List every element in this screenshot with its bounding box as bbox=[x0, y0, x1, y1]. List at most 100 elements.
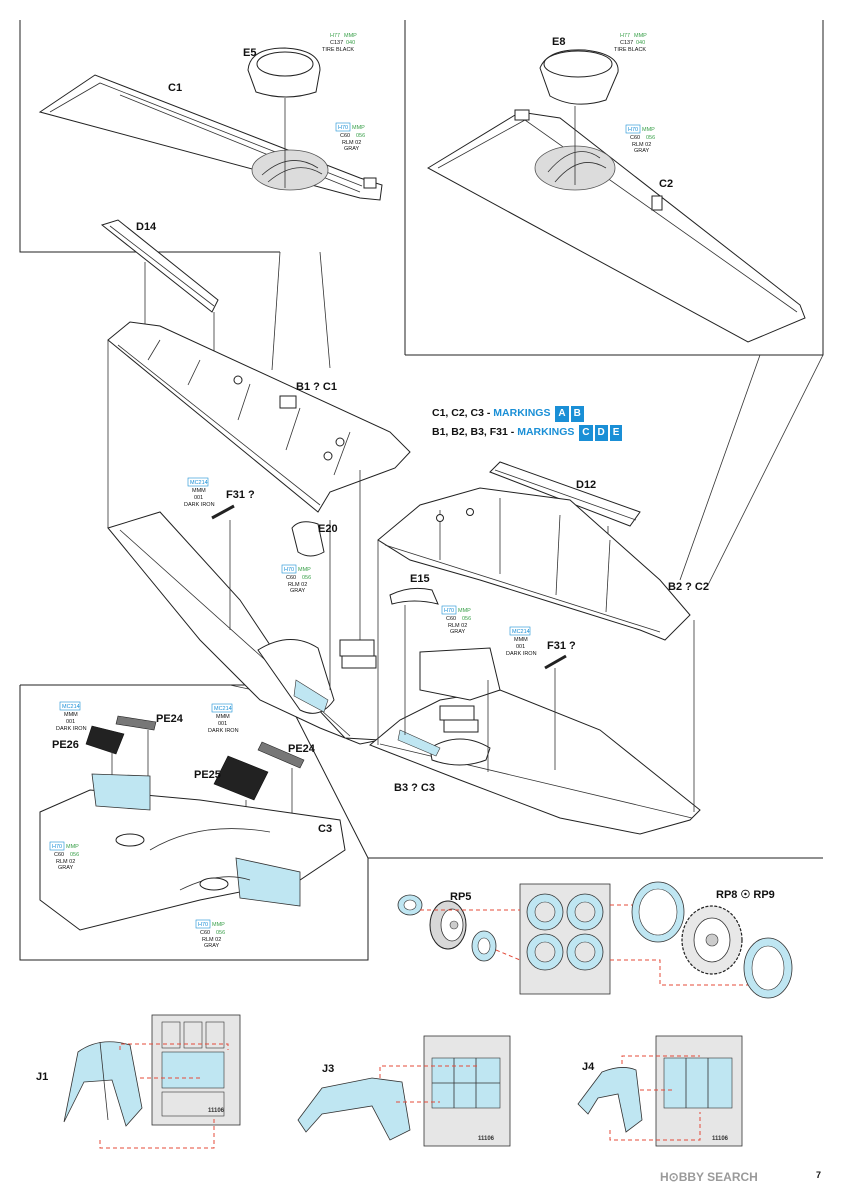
svg-text:RLM 02: RLM 02 bbox=[342, 140, 361, 146]
part-j1-canopy bbox=[63, 1041, 143, 1127]
label-d12: D12 bbox=[576, 479, 596, 491]
svg-text:MMM: MMM bbox=[192, 488, 206, 494]
svg-text:001: 001 bbox=[66, 719, 75, 725]
label-j1: J1 bbox=[36, 1071, 48, 1083]
label-e20: E20 bbox=[318, 523, 338, 535]
part-d14-flap bbox=[100, 219, 219, 313]
mask-sheet-j3: 11106 bbox=[423, 1035, 511, 1147]
label-rp5: RP5 bbox=[450, 891, 471, 903]
svg-text:MMM: MMM bbox=[216, 714, 230, 720]
svg-text:MMM: MMM bbox=[64, 712, 78, 718]
label-pe24-a: PE24 bbox=[156, 713, 184, 725]
svg-text:H70: H70 bbox=[444, 608, 454, 614]
part-rp5-mask-ring-b bbox=[471, 930, 497, 962]
label-pe25: PE25 bbox=[194, 769, 221, 781]
svg-text:H77: H77 bbox=[620, 33, 630, 39]
label-f31-b: F31 ? bbox=[547, 640, 576, 652]
part-lower-wing-left bbox=[107, 511, 381, 745]
svg-text:MMM: MMM bbox=[514, 637, 528, 643]
part-j3-canopy bbox=[297, 1077, 411, 1141]
svg-text:MMP: MMP bbox=[642, 127, 655, 133]
part-d12-flap bbox=[489, 461, 641, 527]
label-d14: D14 bbox=[136, 221, 157, 233]
svg-text:MMP: MMP bbox=[458, 608, 471, 614]
dashed-guide bbox=[621, 1055, 700, 1064]
watermark: H⊙BBY SEARCH bbox=[660, 1170, 758, 1184]
svg-text:056: 056 bbox=[70, 852, 79, 858]
page-number: 7 bbox=[816, 1170, 822, 1180]
paint-callout-rlm02-6: H70 MMP C60 056 RLM 02 GRAY bbox=[195, 919, 225, 949]
svg-text:MC214: MC214 bbox=[512, 629, 530, 635]
svg-text:11106: 11106 bbox=[208, 1108, 225, 1114]
part-rp8-wheel-tire bbox=[681, 905, 743, 975]
svg-text:H70: H70 bbox=[338, 125, 348, 131]
label-e5: E5 bbox=[243, 47, 256, 59]
svg-text:H70: H70 bbox=[198, 922, 208, 928]
svg-text:C60: C60 bbox=[446, 616, 456, 622]
part-e8-wheel-well bbox=[539, 49, 619, 105]
svg-text:DARK IRON: DARK IRON bbox=[56, 726, 87, 732]
part-e15-wheel-well-insert bbox=[389, 587, 439, 605]
part-rp5-wheel bbox=[429, 900, 467, 950]
callout-line bbox=[319, 251, 331, 369]
frame-c1 bbox=[19, 20, 280, 253]
paint-callout-dark-iron-1: MC214 MMM 001 DARK IRON bbox=[184, 477, 215, 508]
part-pe26-strip bbox=[85, 725, 125, 755]
markings-row-1-label: MARKINGS bbox=[493, 407, 551, 419]
marking-d-badge: D bbox=[594, 425, 608, 441]
part-f31-pin-2 bbox=[544, 654, 567, 670]
svg-text:001: 001 bbox=[516, 644, 525, 650]
svg-text:040: 040 bbox=[636, 40, 645, 46]
label-c3: C3 bbox=[318, 823, 332, 835]
svg-text:C137: C137 bbox=[330, 40, 343, 46]
part-e5-wheel-well bbox=[247, 47, 321, 98]
svg-text:C60: C60 bbox=[200, 930, 210, 936]
svg-text:GRAY: GRAY bbox=[58, 865, 74, 871]
svg-text:DARK IRON: DARK IRON bbox=[506, 651, 537, 657]
svg-text:056: 056 bbox=[216, 930, 225, 936]
svg-text:GRAY: GRAY bbox=[290, 588, 306, 594]
svg-text:GRAY: GRAY bbox=[204, 943, 220, 949]
paint-callout-tire-black-2: H77 MMP C137 040 TIRE BLACK bbox=[614, 33, 647, 53]
frame-c3 bbox=[19, 684, 369, 961]
svg-text:001: 001 bbox=[218, 721, 227, 727]
svg-text:C60: C60 bbox=[340, 133, 350, 139]
part-pe24-strip-b bbox=[257, 741, 305, 769]
svg-text:C60: C60 bbox=[286, 575, 296, 581]
part-pe25-strip bbox=[213, 755, 269, 801]
label-pe26: PE26 bbox=[52, 739, 79, 751]
svg-text:11106: 11106 bbox=[712, 1136, 729, 1142]
dashed-guide bbox=[609, 1112, 701, 1141]
svg-text:H70: H70 bbox=[284, 567, 294, 573]
part-j4-canopy bbox=[577, 1067, 643, 1133]
svg-text:MMP: MMP bbox=[634, 33, 647, 39]
svg-text:RLM 02: RLM 02 bbox=[632, 142, 651, 148]
svg-text:C60: C60 bbox=[54, 852, 64, 858]
svg-text:C60: C60 bbox=[630, 135, 640, 141]
svg-text:MC214: MC214 bbox=[190, 480, 208, 486]
paint-callout-dark-iron-4: MC214 MMM 001 DARK IRON bbox=[208, 703, 239, 734]
label-rp8-rp9: RP8 ☉ RP9 bbox=[716, 889, 775, 901]
label-e8: E8 bbox=[552, 36, 565, 48]
part-b1-wing-upper-left bbox=[107, 321, 411, 513]
label-c1: C1 bbox=[168, 82, 182, 94]
markings-row-2-label: MARKINGS bbox=[517, 426, 575, 438]
part-f31-pin bbox=[211, 504, 235, 520]
svg-text:MC214: MC214 bbox=[62, 704, 80, 710]
svg-text:056: 056 bbox=[302, 575, 311, 581]
label-e15: E15 bbox=[410, 573, 430, 585]
marking-b-badge: B bbox=[570, 406, 584, 422]
label-b2-c2: B2 ? C2 bbox=[668, 581, 709, 593]
svg-text:MMP: MMP bbox=[298, 567, 311, 573]
svg-text:H70: H70 bbox=[628, 127, 638, 133]
marking-e-badge: E bbox=[609, 425, 623, 441]
part-e20-wheel-well-insert bbox=[291, 521, 377, 669]
label-j3: J3 bbox=[322, 1063, 334, 1075]
mask-sheet-j1: 11106 bbox=[151, 1014, 241, 1126]
paint-callout-rlm02-1: H70 MMP C60 056 RLM 02 GRAY bbox=[335, 122, 365, 152]
svg-text:GRAY: GRAY bbox=[634, 148, 650, 154]
mask-sheet-j4: 11106 bbox=[655, 1035, 743, 1147]
mask-sheet-wheels bbox=[519, 883, 611, 995]
